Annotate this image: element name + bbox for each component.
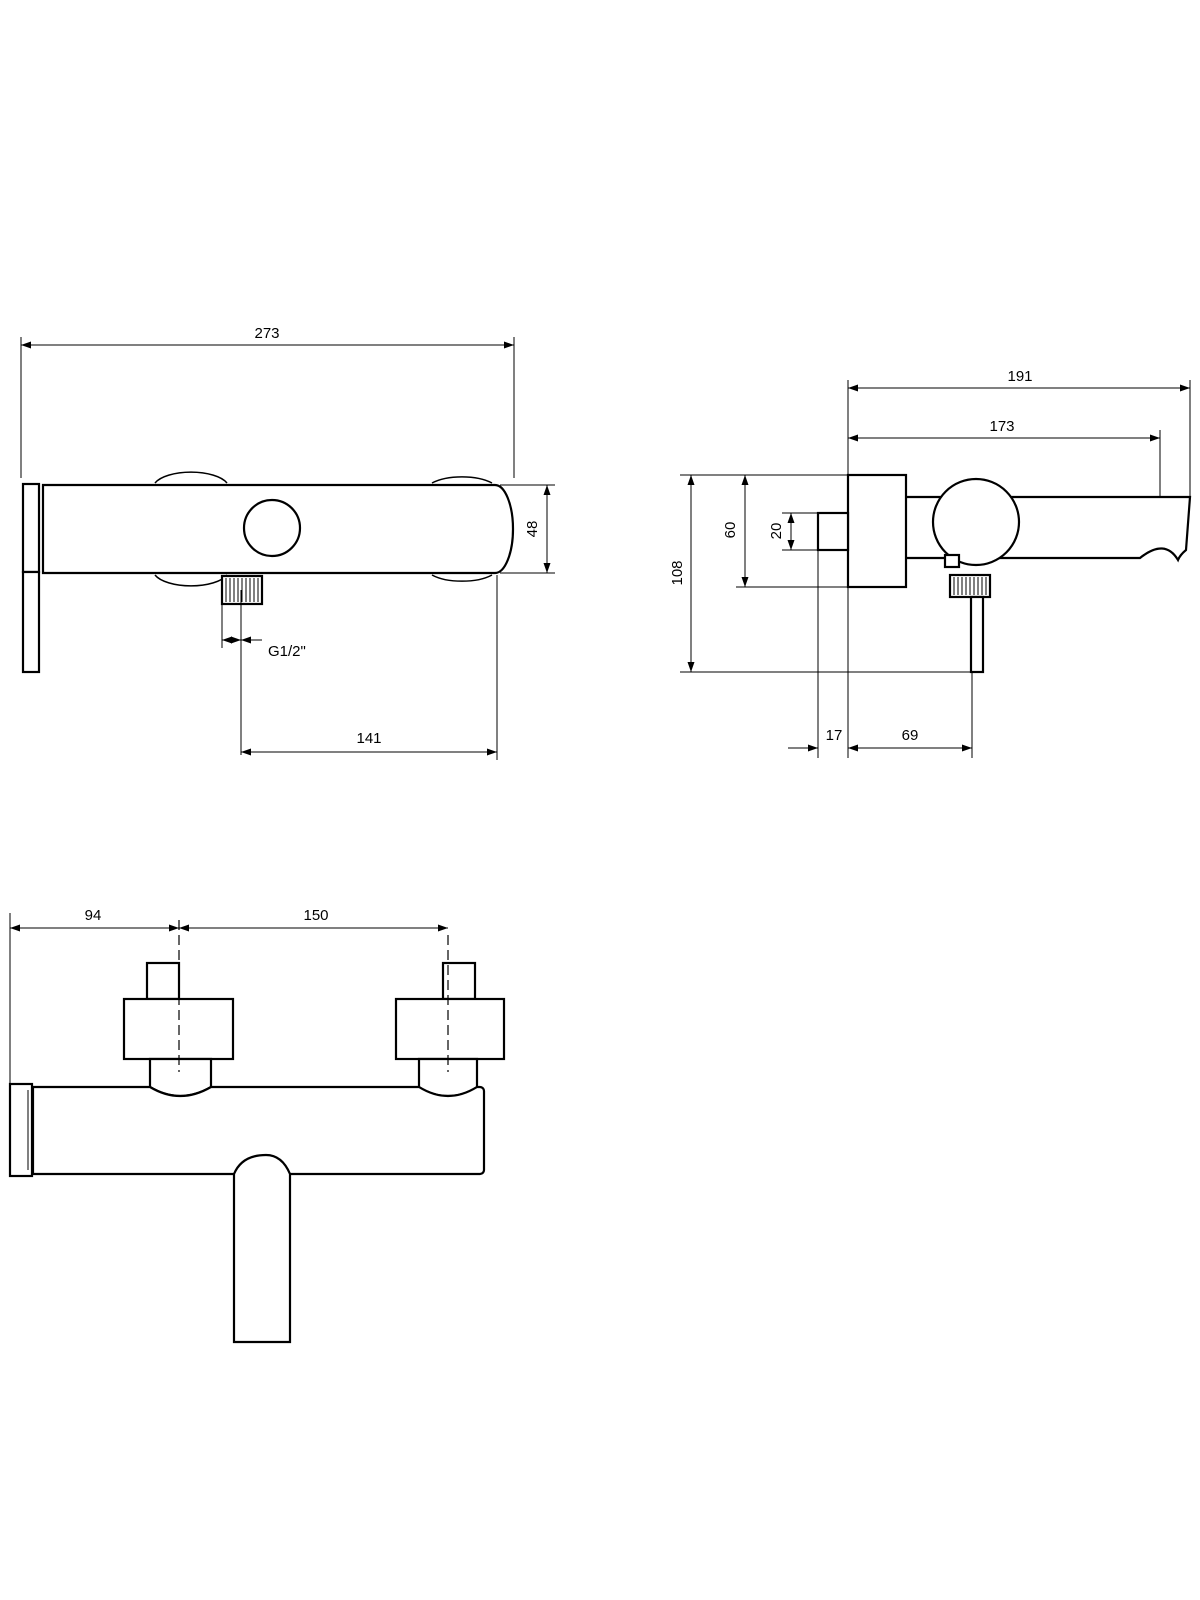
dim-overall-depth: 191: [1007, 368, 1032, 385]
wall-flange: [846, 473, 908, 589]
dim-left-offset: 94: [85, 907, 102, 924]
mixer-body-bottom: [31, 1085, 486, 1176]
dim-eccentric-depth: 17: [826, 727, 843, 744]
right-inlet-nut: [394, 997, 506, 1061]
dim-overall-width: 273: [254, 325, 279, 342]
right-rosette: [431, 476, 493, 484]
dim-outlet-offset: 141: [356, 730, 381, 747]
dim-spout-depth: 173: [989, 418, 1014, 435]
dim-flange-height: 60: [722, 522, 739, 539]
threaded-outlet: [220, 574, 264, 606]
lever-handle: [21, 482, 41, 574]
dim-total-height: 108: [669, 560, 686, 585]
dim-eccentric-height: 20: [768, 523, 785, 540]
front-view: 273 48 G1/2" 141: [20, 325, 555, 760]
left-rosette: [154, 471, 228, 484]
lever-handle-side: [931, 477, 1021, 567]
threaded-outlet-side: [948, 573, 992, 599]
dim-outlet-depth: 69: [902, 727, 919, 744]
dim-body-height: 48: [524, 521, 541, 538]
outlet-stem: [232, 1153, 292, 1344]
dim-inlet-spacing: 150: [303, 907, 328, 924]
eccentric: [816, 511, 850, 552]
lever-handle-bottom: [8, 1082, 34, 1178]
diverter-knob: [242, 498, 302, 558]
side-view: 191 173 108 60 20 17 69: [669, 368, 1192, 758]
dim-thread-size: G1/2": [268, 643, 306, 660]
bottom-view: 94 150: [8, 907, 506, 1344]
